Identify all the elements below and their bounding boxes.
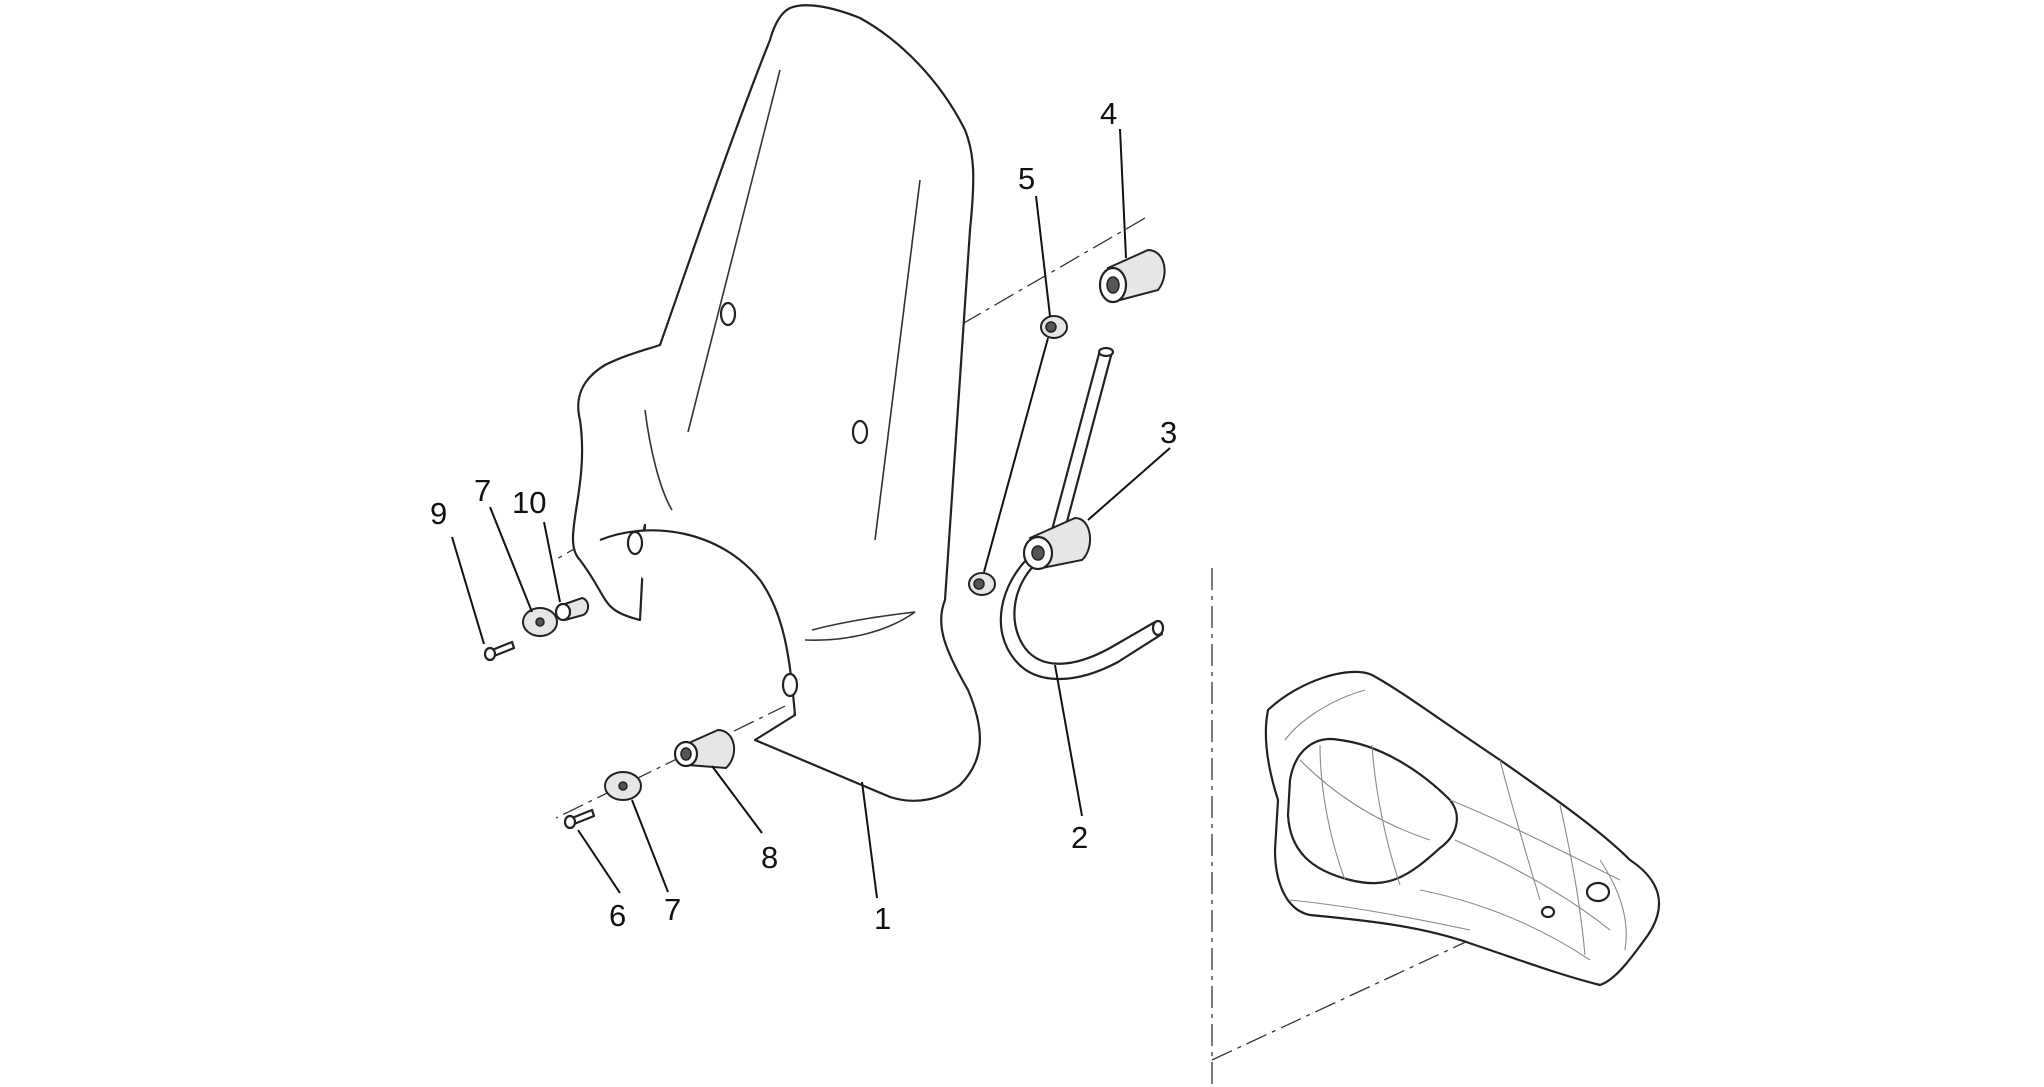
handlebar-cover-wire-5 [1454,839,1611,931]
callout-4: 4 [1100,96,1118,131]
spacer-part [1098,248,1166,304]
callout-7-upper: 7 [474,473,492,508]
washer-upper [522,607,558,637]
handlebar-cover-wire-4 [1449,799,1621,881]
grommet-upper-bore [1045,321,1057,333]
grommet-upper [1040,315,1068,339]
leader-3 [1087,447,1171,521]
handlebar-cover-window [1286,737,1458,885]
bent-rod-end [1151,619,1165,637]
clamp-part [1022,516,1092,571]
leader-5b [983,337,1049,573]
handlebar-cover-wire-6 [1419,889,1591,961]
callout-2: 2 [1071,820,1089,855]
windscreen-reflection-2 [874,179,921,541]
washer-upper-hole [535,617,545,627]
windscreen-hole-1 [719,301,737,327]
leader-6 [577,829,621,894]
handlebar-cover-wire-10 [1289,899,1471,931]
callout-9: 9 [430,496,448,531]
leader-4 [1119,128,1127,259]
leader-10 [543,521,561,603]
handlebar-cover [1264,670,1661,987]
leader-lines [451,128,1171,899]
handlebar-cover-wire-11 [1599,859,1627,951]
handlebar-cover-wire-8 [1559,804,1586,956]
washer-lower [604,771,642,801]
callout-10: 10 [512,485,547,520]
grommet-lower [968,572,996,596]
handlebar-cover-hole [1585,881,1611,903]
axis-to-handlebar [1211,939,1471,1061]
bushing-part [554,596,590,622]
handlebar-cover-wire-3 [1371,744,1401,886]
handlebar-cover-slot [1540,905,1556,919]
bent-rod-top-end [1097,346,1115,358]
bent-rod-lower [999,554,1164,681]
leader-9 [451,536,485,645]
windscreen-hole-3 [626,530,644,556]
handlebar-cover-wire-9 [1284,689,1366,741]
leader-2 [1054,664,1083,817]
windscreen-reflection-4 [644,409,673,511]
axis-lower [555,687,823,819]
assembly-axes [554,217,1471,1087]
leader-5a [1035,195,1051,317]
callout-3: 3 [1160,415,1178,450]
callout-7-lower: 7 [664,892,682,927]
callout-6: 6 [609,898,627,933]
callout-1: 1 [874,901,892,936]
bushing-lower-bore [680,747,692,761]
bushing-face [554,602,572,622]
screw-lower-head [563,814,577,830]
screw-upper-head [483,646,497,662]
windscreen-hole-4 [781,672,799,698]
leader-7a [489,506,533,613]
bent-rod-part [999,346,1165,681]
screw-lower [563,808,596,830]
windscreen-hole-2 [851,419,869,445]
windscreen-reflection-3 [804,611,916,642]
callout-5: 5 [1018,161,1036,196]
windscreen-reflection-1 [687,69,781,433]
grommet-lower-bore [973,578,985,590]
leader-8 [711,765,763,834]
screw-upper [483,640,516,662]
handlebar-cover-wire-2 [1319,744,1346,881]
spacer-bore [1106,276,1120,294]
callout-8: 8 [761,840,779,875]
washer-lower-hole [618,781,628,791]
windscreen-lower-cut [599,529,797,716]
clamp-bore [1031,545,1045,561]
leader-1 [861,781,878,899]
bushing-lower-part [673,728,736,770]
handlebar-cover-wire-1 [1299,759,1431,841]
leader-7b [631,799,669,893]
windscreen-part [571,4,981,802]
handlebar-cover-wire-7 [1499,759,1541,901]
